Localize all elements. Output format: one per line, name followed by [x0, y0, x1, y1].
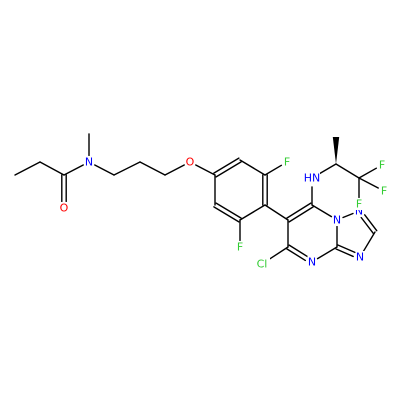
svg-text:F: F: [284, 156, 290, 169]
svg-text:N: N: [308, 256, 316, 269]
bond-o-ether-c-ph1: [195, 164, 216, 176]
bond-n-amide-c-p1: [94, 164, 115, 176]
bond-c-p3-o-ether: [164, 164, 185, 176]
svg-text:N: N: [356, 251, 364, 264]
svg-text:O: O: [60, 202, 69, 215]
amine-nh-atom: HN: [304, 172, 321, 185]
bond-c-chiral-c-methyl-wedge: [332, 137, 340, 164]
svg-text:N: N: [333, 214, 341, 227]
bond-c-cf3-f-a: [358, 167, 378, 179]
bond-c-chiral-c-cf3: [335, 163, 360, 179]
pyrimidine-nitrogen-n4-atom: N: [307, 256, 317, 269]
bond-c3a-n3-a: [335, 248, 354, 258]
bond-n-h-c-chiral: [319, 163, 337, 175]
bond-c-ph2-c-ph3: [239, 159, 266, 176]
bond-c-ph4-c6: [264, 204, 289, 221]
bond-c-ph4-c-ph5: [239, 204, 266, 221]
carbonyl-oxygen-atom: O: [59, 202, 69, 215]
bond-c-carbonyl-n-amide: [63, 164, 84, 176]
trifluoromethyl-fluorine-b-atom: F: [354, 198, 364, 211]
bridgehead-nitrogen-atom: N: [332, 214, 342, 227]
svg-text:F: F: [379, 159, 385, 172]
svg-text:F: F: [381, 185, 387, 198]
bond-c-et2-c-carbonyl: [39, 161, 65, 176]
amide-nitrogen-atom: N: [84, 156, 94, 169]
atom-label-layer: O N O F F Cl N N: [59, 156, 389, 271]
bond-c2-n1-b: [360, 216, 374, 235]
bond-n3-c2: [362, 231, 376, 253]
triazole-nitrogen-n1-atom: N: [354, 205, 364, 218]
chlorine-atom: Cl: [254, 258, 270, 271]
svg-text:N: N: [355, 205, 363, 218]
bond-c-cf3-f-c: [358, 177, 379, 189]
bond-c-ph5-c-ph6-a: [215, 202, 242, 219]
bond-c-ph5-c-ph6-b: [213, 206, 240, 223]
bond-c-ph1-c-ph2-a: [215, 161, 242, 178]
bond-c6-c7-a: [288, 206, 314, 223]
bond-c2-n1-a: [363, 214, 378, 232]
triazole-nitrogen-n3-atom: N: [355, 251, 365, 264]
svg-text:Cl: Cl: [257, 258, 268, 271]
bond-c5-n4-b: [288, 244, 309, 258]
bond-layer: [14, 133, 379, 262]
bond-n4-c3a: [316, 246, 338, 260]
bond-c-p2-c-p3: [139, 161, 166, 176]
bond-c-ph1-c-ph2-b: [213, 157, 240, 174]
svg-text:F: F: [356, 198, 362, 211]
svg-text:N: N: [85, 156, 93, 169]
ether-oxygen-atom: O: [185, 156, 195, 169]
bond-c3a-n3-b: [337, 244, 356, 254]
trifluoromethyl-fluorine-c-atom: F: [379, 185, 389, 198]
bond-c6-c7-b: [286, 202, 312, 219]
bond-c5-cl: [268, 246, 289, 260]
svg-text:HN: HN: [304, 172, 321, 185]
bond-c-p1-c-p2: [113, 161, 141, 176]
aryl-fluorine-top-atom: F: [282, 156, 292, 169]
bond-c5-n4-a: [286, 248, 307, 262]
aryl-fluorine-bottom-atom: F: [235, 241, 245, 254]
bond-n1-n8: [342, 212, 354, 219]
bond-c-et1-c-et2: [14, 161, 41, 176]
svg-text:O: O: [186, 156, 195, 169]
svg-text:F: F: [237, 241, 243, 254]
bond-c-ph3-f-top: [264, 164, 283, 176]
bond-n8-c7: [311, 204, 333, 218]
trifluoromethyl-fluorine-a-atom: F: [377, 159, 387, 172]
